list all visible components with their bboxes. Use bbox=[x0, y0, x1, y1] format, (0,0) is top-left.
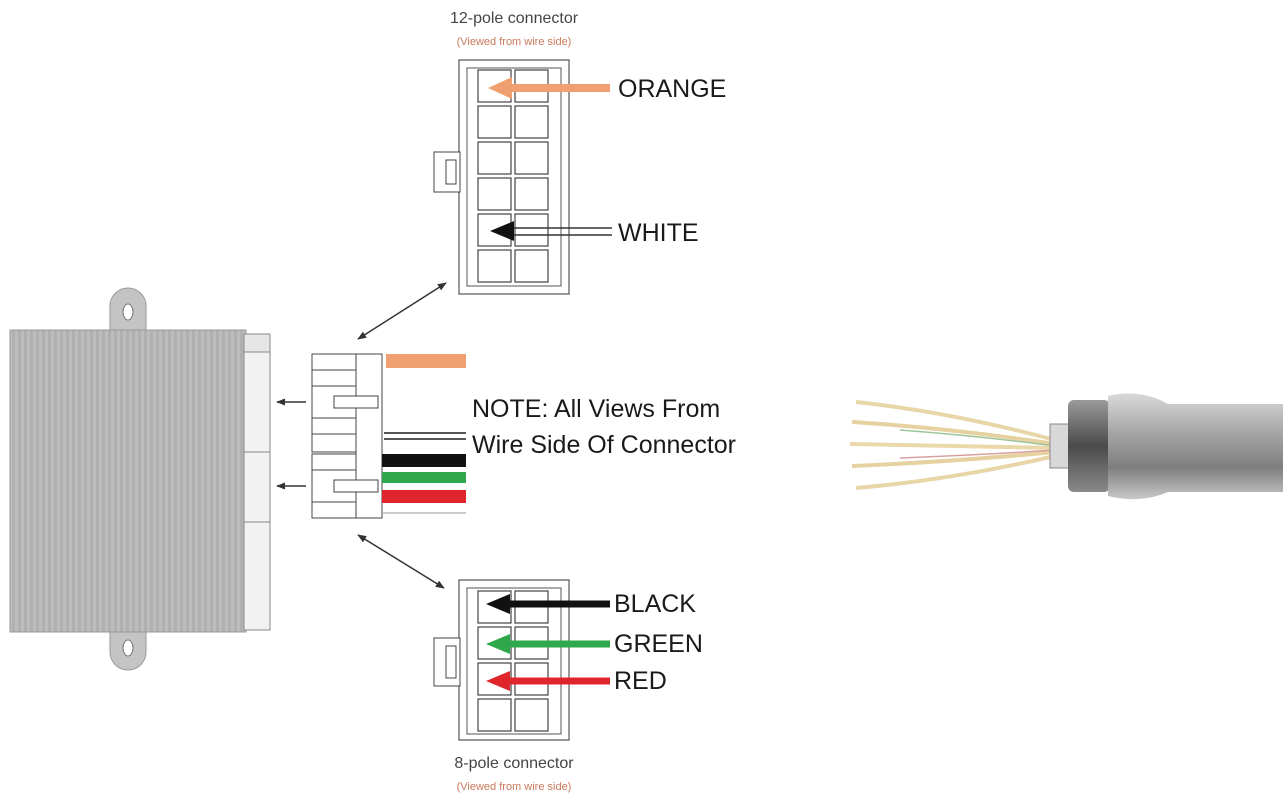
wire-arrow-orange bbox=[488, 77, 610, 99]
connector-8-latch-inner bbox=[445, 645, 457, 679]
connector-12-cavity-3 bbox=[477, 105, 512, 139]
cable-gland-nut bbox=[1068, 400, 1110, 492]
connector-12-pole: 12-pole connector (Viewed from wire side… bbox=[433, 10, 579, 295]
wire-stub-red bbox=[382, 490, 466, 503]
label-red: RED bbox=[614, 667, 667, 695]
connector-12-subtitle: (Viewed from wire side) bbox=[457, 36, 572, 48]
connector-12-title: 12-pole connector bbox=[450, 10, 579, 27]
arrow-plug-to-8-pole bbox=[357, 534, 445, 589]
cable-fan-wires bbox=[849, 400, 1056, 490]
label-black: BLACK bbox=[614, 590, 696, 618]
module-port-8-pole bbox=[243, 451, 271, 523]
module-port-12-pole bbox=[243, 351, 271, 453]
connector-8-title: 8-pole connector bbox=[454, 755, 574, 772]
module-mount-hole-bottom bbox=[122, 639, 134, 657]
wire-stub-green bbox=[382, 472, 466, 483]
wire-stub-black bbox=[382, 454, 466, 467]
wire-stub-orange bbox=[386, 354, 466, 368]
cable-grommet bbox=[1049, 423, 1071, 469]
label-green: GREEN bbox=[614, 630, 703, 658]
connector-12-cavity-6 bbox=[514, 141, 549, 175]
wire-arrow-black bbox=[486, 594, 610, 614]
connector-12-cavity-4 bbox=[514, 105, 549, 139]
connector-12-cavity-5 bbox=[477, 141, 512, 175]
connector-12-cavity-10 bbox=[514, 213, 549, 247]
arrow-plug-to-12-pole bbox=[357, 282, 447, 340]
module-port-spare bbox=[243, 521, 271, 631]
connector-8-subtitle: (Viewed from wire side) bbox=[457, 781, 572, 793]
plug-latch-upper bbox=[333, 395, 379, 409]
wire-stubs bbox=[382, 354, 466, 514]
wire-arrow-green bbox=[486, 634, 610, 654]
plug-wire-housing bbox=[355, 353, 383, 519]
module-body bbox=[9, 329, 247, 633]
label-white: WHITE bbox=[618, 219, 699, 247]
connector-12-cavity-12 bbox=[514, 249, 549, 283]
module-mount-hole-top bbox=[122, 303, 134, 321]
label-orange: ORANGE bbox=[618, 75, 726, 103]
note-line-2: Wire Side Of Connector bbox=[472, 431, 736, 459]
note-line-1: NOTE: All Views From bbox=[472, 395, 720, 423]
plug-stack bbox=[311, 353, 383, 519]
connector-12-cavity-11 bbox=[477, 249, 512, 283]
module-port-edge bbox=[243, 333, 271, 353]
plug-latch-lower bbox=[333, 479, 379, 493]
connector-8-cavity-7 bbox=[477, 698, 512, 732]
connector-12-cavity-7 bbox=[477, 177, 512, 211]
wire-arrow-red bbox=[486, 671, 610, 691]
connector-12-cavity-8 bbox=[514, 177, 549, 211]
cable-assembly bbox=[849, 393, 1283, 500]
cable-jacket bbox=[1108, 393, 1283, 500]
connector-12-latch-inner bbox=[445, 159, 457, 185]
wire-arrow-white bbox=[490, 221, 612, 241]
connector-8-cavity-8 bbox=[514, 698, 549, 732]
control-module bbox=[9, 287, 271, 671]
